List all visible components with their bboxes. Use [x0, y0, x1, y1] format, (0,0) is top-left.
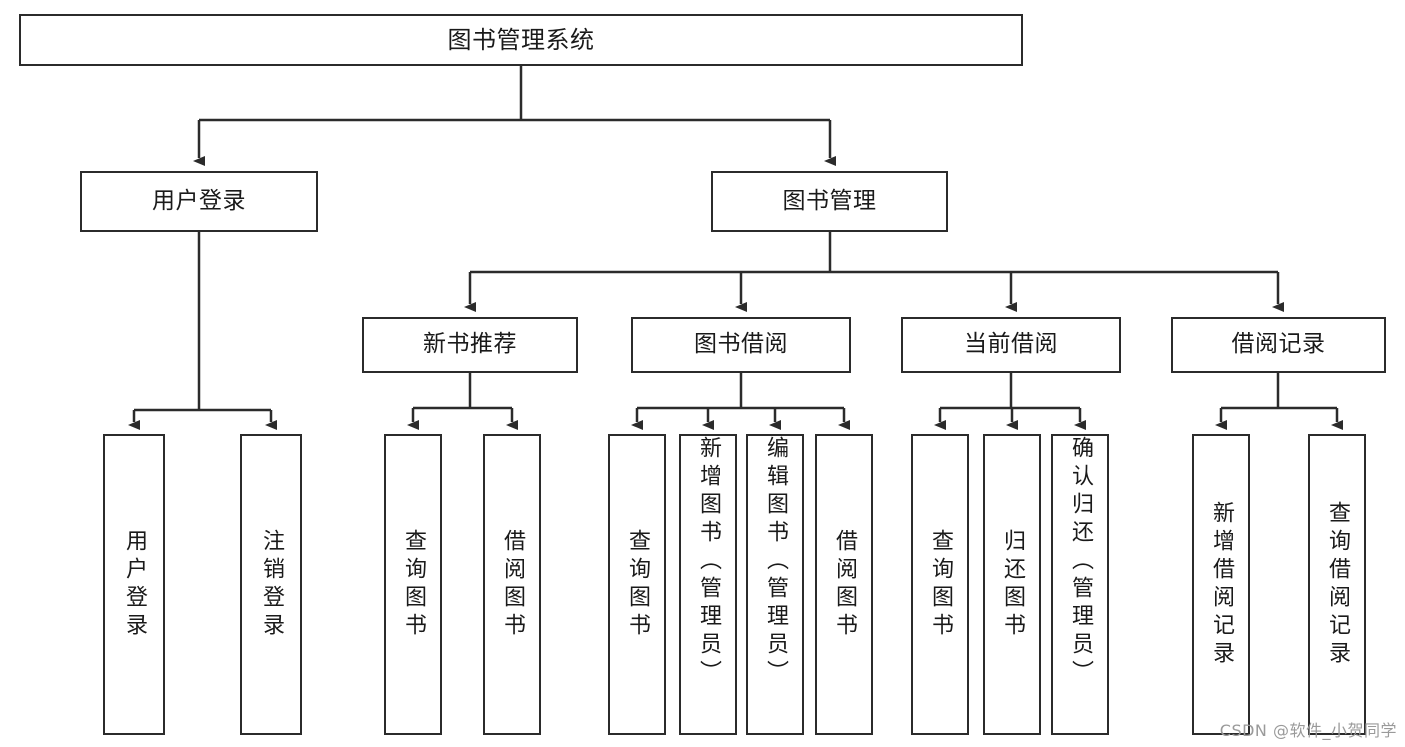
node-new-book-recommend-label: 新书推荐	[423, 331, 517, 358]
node-book-borrow-label: 图书借阅	[694, 331, 788, 358]
node-root[interactable]: 图书管理系统	[19, 14, 1023, 66]
leaf-user-login[interactable]: 用户登录	[103, 434, 165, 735]
node-current-borrow-label: 当前借阅	[964, 331, 1058, 358]
leaf-logout[interactable]: 注销登录	[240, 434, 302, 735]
leaf-borrow-book-2-label: 借阅图书	[832, 528, 857, 641]
node-book-manage-label: 图书管理	[782, 187, 877, 214]
leaf-add-book-label: 新增图书（管理员）	[696, 436, 721, 688]
leaf-edit-book[interactable]: 编辑图书（管理员）	[746, 434, 804, 735]
leaf-borrow-book-1[interactable]: 借阅图书	[483, 434, 541, 735]
node-root-label: 图书管理系统	[447, 25, 595, 54]
node-new-book-recommend[interactable]: 新书推荐	[362, 317, 578, 373]
node-current-borrow[interactable]: 当前借阅	[901, 317, 1121, 373]
node-book-borrow[interactable]: 图书借阅	[631, 317, 851, 373]
leaf-confirm-return-label: 确认归还（管理员）	[1068, 436, 1093, 688]
leaf-query-book-1-label: 查询图书	[401, 528, 426, 641]
leaf-add-book[interactable]: 新增图书（管理员）	[679, 434, 737, 735]
node-book-manage[interactable]: 图书管理	[711, 171, 948, 232]
leaf-query-book-2-label: 查询图书	[625, 528, 650, 641]
leaf-add-record[interactable]: 新增借阅记录	[1192, 434, 1250, 735]
leaf-borrow-book-1-label: 借阅图书	[500, 528, 525, 641]
leaf-query-record-label: 查询借阅记录	[1325, 500, 1350, 669]
leaf-borrow-book-2[interactable]: 借阅图书	[815, 434, 873, 735]
leaf-query-book-2[interactable]: 查询图书	[608, 434, 666, 735]
leaf-return-book-label: 归还图书	[1000, 528, 1025, 641]
node-borrow-record[interactable]: 借阅记录	[1171, 317, 1386, 373]
leaf-query-book-1[interactable]: 查询图书	[384, 434, 442, 735]
node-borrow-record-label: 借阅记录	[1231, 331, 1326, 358]
node-user-login-label: 用户登录	[152, 187, 246, 214]
leaf-user-login-label: 用户登录	[122, 528, 147, 641]
leaf-confirm-return[interactable]: 确认归还（管理员）	[1051, 434, 1109, 735]
leaf-logout-label: 注销登录	[259, 528, 284, 641]
leaf-query-book-3-label: 查询图书	[928, 528, 953, 641]
leaf-query-record[interactable]: 查询借阅记录	[1308, 434, 1366, 735]
leaf-edit-book-label: 编辑图书（管理员）	[763, 436, 788, 688]
leaf-return-book[interactable]: 归还图书	[983, 434, 1041, 735]
leaf-query-book-3[interactable]: 查询图书	[911, 434, 969, 735]
leaf-add-record-label: 新增借阅记录	[1209, 500, 1234, 669]
node-user-login[interactable]: 用户登录	[80, 171, 318, 232]
